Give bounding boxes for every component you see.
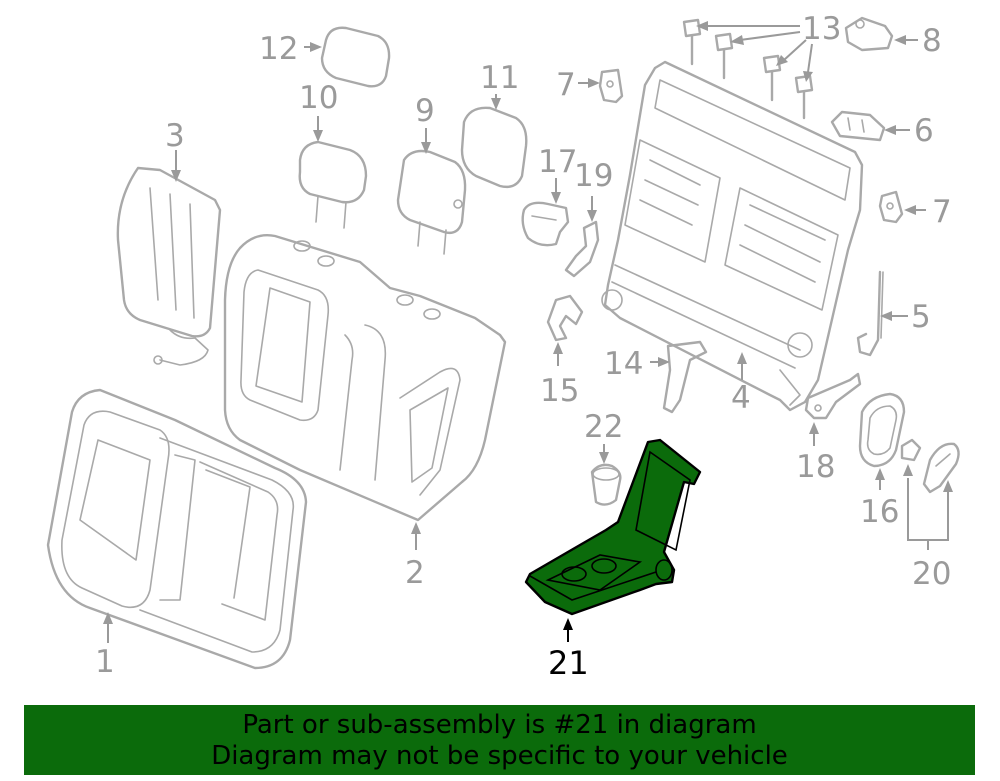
part-20-clip-and-trim <box>900 438 960 494</box>
leader-4 <box>737 352 747 380</box>
leader-16 <box>875 468 885 490</box>
leader-14 <box>650 357 670 367</box>
part-7-clip-left <box>598 68 624 104</box>
callout-11: 11 <box>480 60 519 96</box>
leader-7b <box>904 205 926 215</box>
callout-22: 22 <box>584 409 623 445</box>
part-18-bracket <box>804 372 862 420</box>
part-21-armrest-highlighted <box>524 438 702 616</box>
part-13-bolts <box>682 18 814 120</box>
part-16-cover <box>858 392 906 468</box>
callout-7a: 7 <box>556 67 576 103</box>
part-17-trim <box>521 201 570 247</box>
leader-15 <box>553 342 563 366</box>
leader-11 <box>491 94 501 110</box>
part-2-seatback-cover <box>223 234 507 522</box>
part-3-seatback-pad <box>116 166 222 366</box>
leader-3 <box>171 150 181 182</box>
callout-20: 20 <box>912 556 951 592</box>
banner-line-2: Diagram may not be specific to your vehi… <box>211 741 788 771</box>
part-19-bracket <box>564 220 600 278</box>
part-8-cap <box>844 16 894 52</box>
leader-18 <box>809 422 819 446</box>
callout-1: 1 <box>95 644 115 680</box>
leader-20 <box>903 464 953 550</box>
banner-line-1: Part or sub-assembly is #21 in diagram <box>242 710 757 740</box>
callout-9: 9 <box>415 93 435 129</box>
leader-1 <box>103 612 113 643</box>
part-6-bracket <box>830 110 886 142</box>
leader-22 <box>599 444 609 464</box>
callout-5: 5 <box>911 299 931 335</box>
callout-13: 13 <box>802 11 841 47</box>
callout-18: 18 <box>796 449 835 485</box>
part-22-cup-insert <box>590 463 622 506</box>
callout-21: 21 <box>548 644 589 682</box>
leader-10 <box>313 116 323 142</box>
callout-16: 16 <box>860 494 899 530</box>
part-12-headrest <box>320 26 391 88</box>
leader-21 <box>563 618 573 642</box>
leader-8 <box>894 35 918 45</box>
part-11-headrest <box>460 106 528 189</box>
part-10-headrest <box>298 140 368 229</box>
part-14-bracket <box>662 340 708 414</box>
parts-diagram: 1 2 3 <box>46 11 960 682</box>
part-15-bracket <box>546 294 584 342</box>
info-banner: Part or sub-assembly is #21 in diagram D… <box>24 705 975 775</box>
leader-19 <box>587 196 597 222</box>
leader-7a <box>578 78 600 88</box>
callout-6: 6 <box>914 113 934 149</box>
callout-8: 8 <box>922 23 942 59</box>
callout-3: 3 <box>165 118 185 154</box>
leader-9 <box>421 128 431 154</box>
part-4-seatback-frame <box>601 60 864 412</box>
part-9-headrest <box>396 149 467 255</box>
callout-19: 19 <box>574 158 613 194</box>
callout-10: 10 <box>299 80 338 116</box>
leader-12 <box>304 42 322 52</box>
leader-13 <box>696 21 813 82</box>
callout-15: 15 <box>540 373 579 409</box>
callout-14: 14 <box>604 346 643 382</box>
callout-4: 4 <box>731 380 751 416</box>
part-7-clip-right <box>878 190 904 224</box>
leader-6 <box>884 125 910 135</box>
part-1-seat-cushion <box>46 388 308 670</box>
part-5-rod <box>856 270 884 357</box>
leader-2 <box>411 522 421 550</box>
callout-2: 2 <box>405 555 425 591</box>
callout-12: 12 <box>259 31 298 67</box>
callout-7b: 7 <box>932 194 952 230</box>
leader-17 <box>551 178 561 204</box>
leader-5 <box>880 311 908 321</box>
callout-17: 17 <box>538 144 577 180</box>
